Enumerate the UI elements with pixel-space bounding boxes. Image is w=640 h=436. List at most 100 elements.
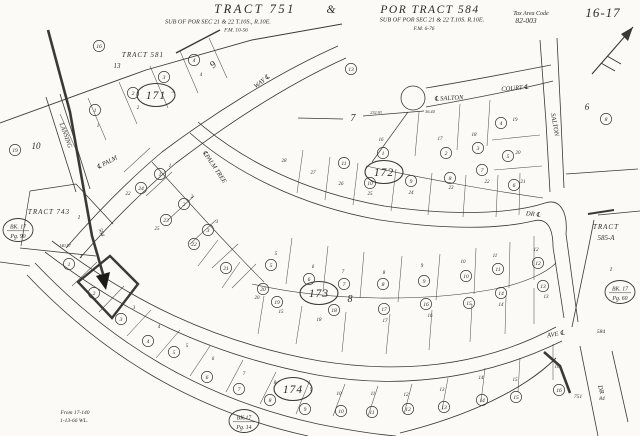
parcel-number-circled: 13 xyxy=(438,401,450,413)
tract-corner-heavy xyxy=(587,209,615,215)
lot-number: 22 xyxy=(485,180,491,185)
parcel-number: 9 xyxy=(423,279,426,285)
parcel-circle xyxy=(303,273,315,285)
parcel-circle xyxy=(508,179,520,191)
parcel-number-circled: 16 xyxy=(93,40,105,52)
street-palm-way xyxy=(79,57,347,259)
parcel-number-circled: 2 xyxy=(178,198,190,210)
street-label: ℄PALM TREE xyxy=(201,150,228,185)
parcel-number: 10 xyxy=(338,409,344,415)
lot-number: 18 xyxy=(472,133,478,138)
parcel-circle xyxy=(438,401,450,413)
parcel-number: 7 xyxy=(481,168,484,174)
block-number-text: 174 xyxy=(283,384,303,396)
parcel-number-circled: 3 xyxy=(158,71,170,83)
section-number: 10 xyxy=(32,141,42,151)
parcel-number: 3 xyxy=(476,146,480,152)
lot-number: 7 xyxy=(243,372,246,377)
street-ave xyxy=(51,240,557,368)
lot-number: 8 xyxy=(274,381,277,386)
block-boundary xyxy=(371,111,409,163)
lot-number: 21 xyxy=(521,180,526,185)
parcel-circle xyxy=(264,394,276,406)
lot-number: 1 xyxy=(610,267,613,273)
parcel-number-circled: 6 xyxy=(201,371,213,383)
lot-line xyxy=(221,261,241,289)
footer-note: From 17-140 xyxy=(60,409,90,416)
parcel-number: 1 xyxy=(382,151,385,157)
street-salton xyxy=(556,37,565,189)
parcel-number-circled: 10 xyxy=(364,177,376,189)
lot-line xyxy=(324,156,331,201)
parcel-circle xyxy=(492,263,504,275)
block-ellipse xyxy=(364,159,404,185)
lot-number: 8 xyxy=(383,271,386,276)
parcel-number-circled: 16 xyxy=(420,298,432,310)
lot-number: 9 xyxy=(421,264,424,269)
street-label: ℄ PALM xyxy=(96,154,119,171)
parcel-number: 1 xyxy=(68,262,71,268)
parcel-number: 2 xyxy=(445,151,448,157)
street-label: COURT ℄ xyxy=(501,84,529,93)
lot-line xyxy=(495,174,499,218)
parcel-circle xyxy=(444,172,456,184)
street-palm-tree-dr xyxy=(197,121,579,323)
lot-number: 11 xyxy=(371,392,376,397)
parcel-circle xyxy=(220,262,232,274)
lot-number: 4 xyxy=(200,73,203,78)
block-number-text: 171 xyxy=(146,90,166,102)
parcel-number-circled: 7 xyxy=(338,278,350,290)
block-number: 174 xyxy=(273,376,313,402)
parcel-number-circled: 14 xyxy=(495,287,507,299)
parcel-number-circled: 5 xyxy=(265,259,277,271)
parcel-number: 13 xyxy=(540,284,546,290)
parcel-circle xyxy=(472,142,484,154)
parcel-number-circled: 3 xyxy=(202,224,214,236)
lot-number: 11 xyxy=(493,254,498,259)
lot-number: 1 xyxy=(97,124,100,129)
street-lansing xyxy=(45,96,77,193)
parcel-number: 7 xyxy=(238,387,241,393)
lot-line xyxy=(145,171,173,197)
parcel-circle xyxy=(476,164,488,176)
stamp-ellipse xyxy=(604,280,636,304)
parcel-number: 6 xyxy=(206,375,209,381)
parcel-number: 23 xyxy=(163,218,169,224)
parcel-number-circled: 15 xyxy=(510,391,522,403)
street-dr xyxy=(611,350,629,423)
lot-line xyxy=(390,168,397,212)
lot-number: 28 xyxy=(282,159,288,164)
parcel-number-circled: 10 xyxy=(335,405,347,417)
footer-note: 1-13-66 WL. xyxy=(60,418,88,424)
lot-number: 20 xyxy=(255,296,261,301)
lot-line xyxy=(456,103,461,151)
tax-area-label: Tax Area Code xyxy=(513,11,549,17)
parcel-number-circled: 5 xyxy=(502,150,514,162)
parcel-number-circled: 3 xyxy=(115,313,127,325)
lot-number: 17 xyxy=(438,137,444,142)
lot-line xyxy=(167,195,195,221)
parcel-number-circled: 1 xyxy=(63,258,75,270)
header-title-left: TRACT 751 xyxy=(214,2,296,16)
parcel-number-circled: 14 xyxy=(476,394,488,406)
parcel-circle xyxy=(93,40,105,52)
parcel-circle xyxy=(495,117,507,129)
parcel-number: 16 xyxy=(96,44,102,50)
parcel-number: 3 xyxy=(206,228,210,234)
pointer-arrow-shaft xyxy=(46,29,105,275)
lot-line xyxy=(87,97,107,141)
lot-line xyxy=(296,149,304,194)
parcel-number: 6 xyxy=(513,183,516,189)
lot-line xyxy=(367,385,379,417)
parcel-number: 3 xyxy=(162,75,166,81)
lot-line xyxy=(149,65,169,109)
parcel-circle xyxy=(160,214,172,226)
lot-line xyxy=(332,383,346,417)
parcel-circle xyxy=(377,147,389,159)
section-number: 9 xyxy=(208,59,219,71)
lot-number: 17 xyxy=(383,319,389,324)
street-salton xyxy=(539,39,551,193)
parcel-number: 14 xyxy=(479,398,485,404)
parcel-circle xyxy=(127,87,139,99)
